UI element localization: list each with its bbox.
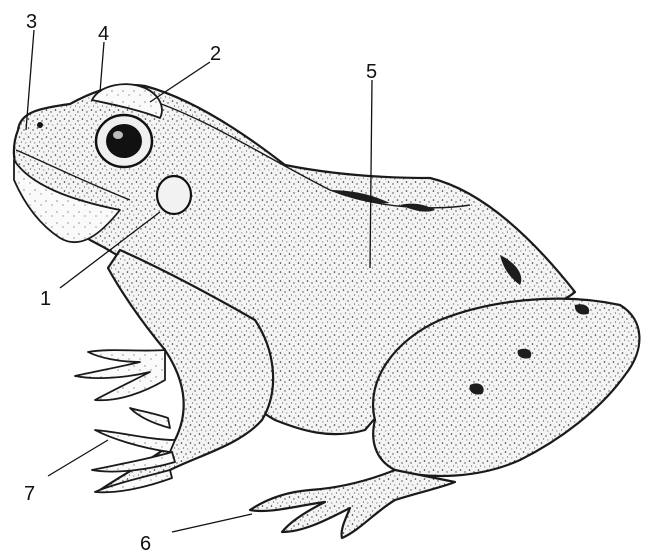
label-6: 6 xyxy=(140,533,151,554)
frog-front-foot xyxy=(92,408,175,492)
frog-hind-foot xyxy=(250,470,455,538)
leader-line-2 xyxy=(150,62,210,102)
frog-hand-upper xyxy=(75,350,165,400)
frog-eye-highlight xyxy=(113,131,123,139)
frog-eye-pupil xyxy=(106,124,142,158)
leader-line-4 xyxy=(100,42,104,92)
label-1: 1 xyxy=(40,288,51,310)
label-4: 4 xyxy=(98,23,109,45)
label-2: 2 xyxy=(210,43,221,65)
frog-nostril xyxy=(37,122,43,128)
label-3: 3 xyxy=(26,11,37,33)
leader-line-6 xyxy=(172,514,252,532)
frog-tympanum xyxy=(157,176,191,214)
label-7: 7 xyxy=(24,483,35,505)
label-5: 5 xyxy=(366,61,377,83)
